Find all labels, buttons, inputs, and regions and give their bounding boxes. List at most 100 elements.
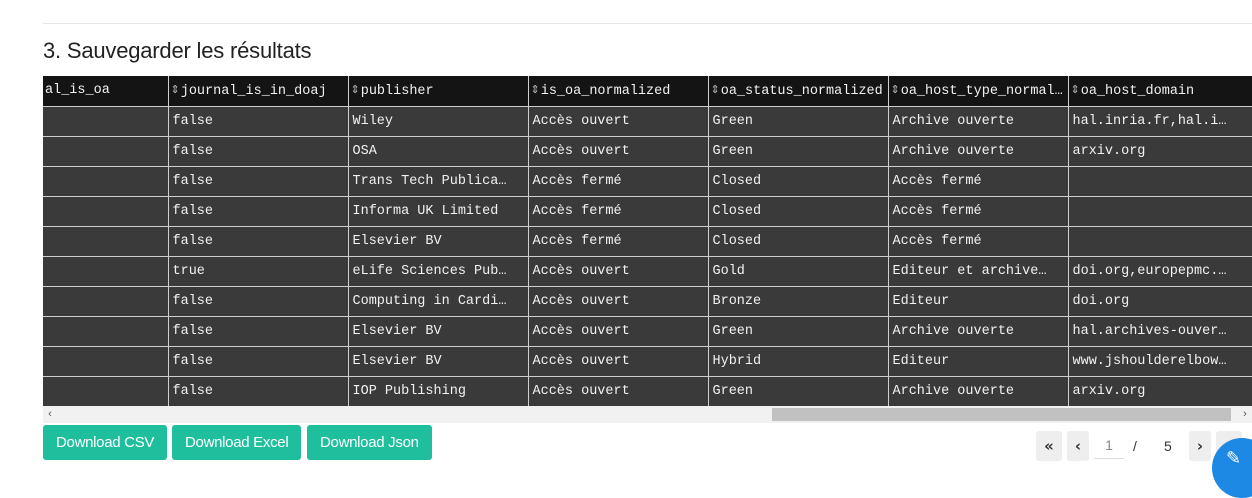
table-cell: doi.org	[1068, 286, 1252, 317]
table-cell: Accès ouvert	[528, 106, 709, 137]
table-cell: Elsevier BV	[348, 226, 529, 257]
table-cell: Green	[708, 316, 889, 347]
sort-icon[interactable]: ⇕	[350, 84, 360, 97]
table-cell: hal.inria.fr,hal.i…	[1068, 106, 1252, 137]
table-cell	[43, 136, 169, 167]
table-cell: Editeur	[888, 346, 1069, 377]
column-header[interactable]: ⇕oa_host_domain	[1068, 76, 1252, 107]
table-cell: Accès ouvert	[528, 316, 709, 347]
table-header: al_is_oa⇕journal_is_in_doaj⇕publisher⇕is…	[43, 76, 1252, 107]
download-excel-button[interactable]: Download Excel	[172, 425, 302, 460]
page-number-input[interactable]	[1094, 432, 1124, 459]
scrollbar-thumb[interactable]	[772, 408, 1231, 421]
table-cell: IOP Publishing	[348, 376, 529, 406]
table-cell	[43, 106, 169, 137]
column-header[interactable]: ⇕oa_status_normalized	[708, 76, 889, 107]
table-cell: Accès ouvert	[528, 256, 709, 287]
table-cell: Wiley	[348, 106, 529, 137]
table-cell: Accès ouvert	[528, 286, 709, 317]
results-table: al_is_oa⇕journal_is_in_doaj⇕publisher⇕is…	[43, 76, 1252, 406]
table-cell: www.jshoulderelbow…	[1068, 346, 1252, 377]
table-cell: Accès fermé	[528, 166, 709, 197]
table-cell: Accès fermé	[888, 226, 1069, 257]
table-cell	[43, 286, 169, 317]
table-cell: Accès ouvert	[528, 346, 709, 377]
table-cell: Elsevier BV	[348, 346, 529, 377]
table-cell: doi.org,europepmc.…	[1068, 256, 1252, 287]
first-page-icon[interactable]: «	[1036, 431, 1062, 461]
table-cell: false	[168, 226, 349, 257]
column-header-label: publisher	[360, 83, 434, 99]
table-cell: Accès fermé	[888, 166, 1069, 197]
column-header[interactable]: ⇕oa_host_type_normalized	[888, 76, 1069, 107]
column-header-label: oa_status_normalized	[720, 83, 883, 99]
table-cell: Accès ouvert	[528, 136, 709, 167]
scroll-left-icon[interactable]: ‹	[48, 408, 52, 420]
table-cell	[1068, 196, 1252, 227]
horizontal-scrollbar[interactable]: ‹ ›	[43, 406, 1252, 423]
page-separator: /	[1133, 438, 1137, 454]
results-table-container[interactable]: al_is_oa⇕journal_is_in_doaj⇕publisher⇕is…	[43, 76, 1252, 406]
table-cell	[43, 346, 169, 377]
column-header[interactable]: ⇕journal_is_in_doaj	[168, 76, 349, 107]
column-header-label: oa_host_domain	[1080, 83, 1195, 99]
section-divider	[43, 23, 1252, 24]
table-cell: Closed	[708, 196, 889, 227]
sort-icon[interactable]: ⇕	[170, 84, 180, 97]
table-cell: false	[168, 286, 349, 317]
table-cell	[43, 376, 169, 406]
table-cell: false	[168, 106, 349, 137]
column-header-label: oa_host_type_normalized	[900, 83, 1067, 99]
table-cell: Green	[708, 136, 889, 167]
table-cell: Accès fermé	[888, 196, 1069, 227]
table-cell: true	[168, 256, 349, 287]
table-cell: Archive ouverte	[888, 136, 1069, 167]
column-header[interactable]: ⇕publisher	[348, 76, 529, 107]
table-cell: arxiv.org	[1068, 136, 1252, 167]
sort-icon[interactable]: ⇕	[710, 84, 720, 97]
download-json-button[interactable]: Download Json	[307, 425, 432, 460]
sort-icon[interactable]: ⇕	[1070, 84, 1080, 97]
next-page-icon[interactable]: ›	[1189, 431, 1211, 461]
header-row: al_is_oa⇕journal_is_in_doaj⇕publisher⇕is…	[43, 76, 1252, 107]
scroll-right-icon[interactable]: ›	[1243, 408, 1247, 420]
previous-page-icon[interactable]: ‹	[1067, 431, 1089, 461]
table-cell: Accès ouvert	[528, 376, 709, 406]
table-cell: Green	[708, 376, 889, 406]
table-cell: Gold	[708, 256, 889, 287]
table-cell: Elsevier BV	[348, 316, 529, 347]
table-cell: false	[168, 196, 349, 227]
table-cell: Archive ouverte	[888, 316, 1069, 347]
table-cell	[43, 196, 169, 227]
download-csv-button[interactable]: Download CSV	[43, 425, 168, 460]
table-cell: eLife Sciences Pub…	[348, 256, 529, 287]
sort-icon[interactable]: ⇕	[530, 84, 540, 97]
column-header-label: is_oa_normalized	[540, 83, 671, 99]
table-cell	[43, 256, 169, 287]
column-header-label: journal_is_in_doaj	[180, 83, 327, 99]
table-cell: Bronze	[708, 286, 889, 317]
table-cell	[1068, 166, 1252, 197]
column-header: al_is_oa	[43, 76, 169, 107]
table-cell: arxiv.org	[1068, 376, 1252, 406]
table-cell	[43, 316, 169, 347]
table-cell: Closed	[708, 166, 889, 197]
table-cell: Archive ouverte	[888, 106, 1069, 137]
table-cell: false	[168, 316, 349, 347]
sort-icon[interactable]: ⇕	[890, 84, 900, 97]
column-header[interactable]: ⇕is_oa_normalized	[528, 76, 709, 107]
table-cell: OSA	[348, 136, 529, 167]
table-cell: Accès fermé	[528, 196, 709, 227]
table-cell: Green	[708, 106, 889, 137]
table-cell: Archive ouverte	[888, 376, 1069, 406]
